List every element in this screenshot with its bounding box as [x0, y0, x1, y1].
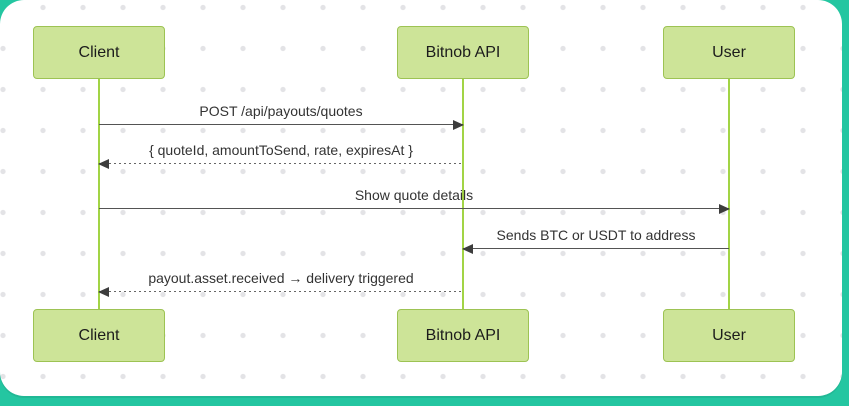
message-line-solid [463, 248, 729, 250]
arrowhead-right-icon [719, 203, 730, 214]
sequence-diagram-canvas: Client Bitnob API User POST /api/payouts… [0, 0, 842, 396]
lifeline-client [98, 79, 100, 310]
message-label: Sends BTC or USDT to address [496, 227, 696, 243]
arrowhead-right-icon [453, 119, 464, 130]
message-line-dashed [99, 291, 463, 293]
actor-box-user-top: User [663, 26, 795, 79]
actor-label-bitnob-api: Bitnob API [425, 326, 501, 344]
actor-label-user: User [712, 326, 746, 344]
actor-box-user-bottom: User [663, 309, 795, 362]
arrowhead-left-icon [98, 158, 109, 169]
arrowhead-left-icon [98, 286, 109, 297]
actor-label-client: Client [78, 326, 120, 344]
actor-label-bitnob-api: Bitnob API [425, 43, 501, 61]
message-line-solid [99, 124, 463, 126]
actor-box-bitnob-api-bottom: Bitnob API [397, 309, 529, 362]
message-label: POST /api/payouts/quotes [199, 103, 363, 119]
actor-label-user: User [712, 43, 746, 61]
message-line-dashed [99, 163, 463, 165]
actor-box-client-bottom: Client [33, 309, 165, 362]
message-label: payout.asset.received → delivery trigger… [148, 270, 414, 286]
actor-box-bitnob-api-top: Bitnob API [397, 26, 529, 79]
message-line-solid [99, 208, 729, 210]
actor-label-client: Client [78, 43, 120, 61]
message-label: Show quote details [354, 187, 474, 203]
lifeline-user [728, 79, 730, 310]
lifeline-bitnob-api [462, 79, 464, 310]
arrowhead-left-icon [462, 243, 473, 254]
actor-box-client-top: Client [33, 26, 165, 79]
message-label: { quoteId, amountToSend, rate, expiresAt… [149, 142, 413, 158]
